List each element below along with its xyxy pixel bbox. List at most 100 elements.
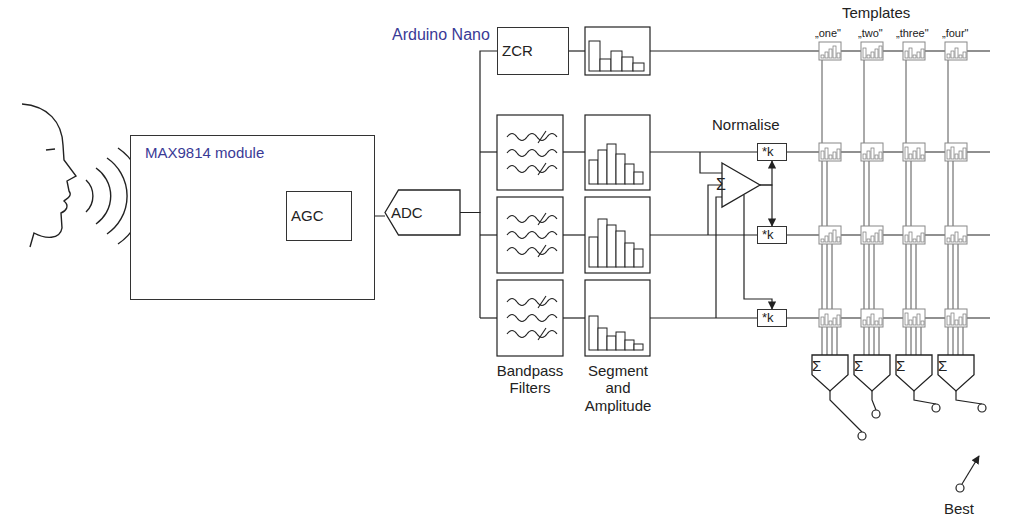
- template-bar: [825, 52, 828, 58]
- template-bar: [825, 236, 828, 242]
- template-bar: [951, 235, 954, 242]
- template-bar: [863, 320, 866, 325]
- annotation-label: Arduino Nano: [392, 26, 490, 44]
- filter-waves: [507, 131, 557, 340]
- template-bar: [921, 49, 924, 58]
- template-bar: [867, 151, 870, 159]
- shape-outline: [896, 355, 932, 391]
- line-art: [650, 234, 757, 235]
- template-bar: [959, 239, 962, 242]
- shape-outline: [938, 355, 974, 391]
- line-art: [480, 317, 497, 318]
- template-bar: [875, 49, 878, 58]
- line-art: [107, 158, 127, 234]
- template-cell: [903, 42, 925, 60]
- template-bar: [871, 314, 874, 325]
- line-art: [22, 104, 76, 247]
- template-bar: [867, 239, 870, 242]
- line-art: [716, 197, 722, 318]
- template-bar: [879, 230, 882, 242]
- template-bar: [867, 317, 870, 325]
- template-bar: [951, 313, 954, 325]
- template-bar: [917, 52, 920, 58]
- block-label: Σ: [896, 357, 905, 374]
- template-bar: [955, 154, 958, 159]
- template-bar: [879, 46, 882, 58]
- template-bar: [955, 320, 958, 325]
- template-heading: „one": [815, 27, 841, 40]
- template-bar: [921, 321, 924, 325]
- template-bar: [829, 233, 832, 242]
- block-label: Σ: [812, 357, 821, 374]
- sine-wave: [507, 150, 557, 157]
- template-bar: [829, 321, 832, 325]
- histogram-bar: [625, 243, 634, 267]
- process-box: AGC: [286, 191, 352, 241]
- template-wires: [822, 60, 963, 355]
- module-title: MAX9814 module: [145, 144, 264, 161]
- summer-output: [914, 391, 936, 404]
- template-bar: [917, 314, 920, 325]
- template-bar: [955, 232, 958, 242]
- histogram-bar: [622, 57, 633, 71]
- template-bar: [917, 236, 920, 242]
- histogram-bar: [598, 219, 607, 267]
- template-wire: [921, 327, 922, 355]
- filter-stroke: [538, 296, 546, 308]
- template-bar: [921, 155, 924, 159]
- template-cell: [945, 309, 967, 327]
- template-bar: [959, 151, 962, 159]
- template-cell: [903, 309, 925, 327]
- annotation-label: Normalise: [712, 116, 780, 133]
- process-box: *k: [757, 226, 787, 244]
- template-bar: [909, 320, 912, 325]
- template-bar: [829, 155, 832, 159]
- switch-contact: [858, 432, 866, 440]
- line-art: [497, 115, 563, 190]
- template-cell: [945, 226, 967, 244]
- template-bar: [947, 316, 950, 325]
- template-bar: [905, 313, 908, 325]
- histogram-bar: [607, 225, 616, 267]
- annotation-label: Segment and Amplitude: [578, 362, 658, 414]
- line-art: [480, 234, 497, 235]
- template-cell: [903, 143, 925, 161]
- line-art: [563, 317, 585, 318]
- template-bar: [821, 55, 824, 58]
- template-cell: [819, 226, 841, 244]
- line-art: [563, 151, 585, 152]
- histogram-bar: [607, 144, 616, 184]
- template-bar: [833, 152, 836, 159]
- switch-contact: [978, 404, 986, 412]
- histogram-bar: [634, 344, 643, 350]
- template-bar: [959, 317, 962, 325]
- line-art: [479, 212, 480, 318]
- template-wire: [963, 327, 964, 355]
- connector: [744, 195, 772, 309]
- template-bar: [947, 54, 950, 58]
- annotation-label: Best: [944, 500, 974, 517]
- adc-block: ADC: [385, 190, 460, 235]
- switch-arm: [962, 456, 979, 484]
- filter-stroke: [538, 131, 546, 143]
- histogram-bar: [589, 41, 600, 71]
- template-bar: [913, 55, 916, 58]
- connector: [760, 185, 772, 226]
- summing-block: Σ: [854, 355, 890, 391]
- template-cell: [861, 226, 883, 244]
- sine-wave: [507, 315, 557, 322]
- sine-wave: [507, 216, 557, 223]
- histogram-bar: [625, 340, 634, 350]
- template-bar: [875, 233, 878, 242]
- template-bar: [905, 51, 908, 58]
- histogram-bars: [589, 41, 644, 350]
- template-bar: [833, 46, 836, 58]
- sine-wave: [507, 166, 557, 173]
- block-label: ADC: [391, 204, 423, 221]
- switch-pivot: [956, 484, 964, 492]
- sine-wave: [507, 134, 557, 141]
- histogram-bar: [616, 332, 625, 350]
- process-box: *k: [757, 309, 787, 327]
- histogram-bar: [589, 237, 598, 267]
